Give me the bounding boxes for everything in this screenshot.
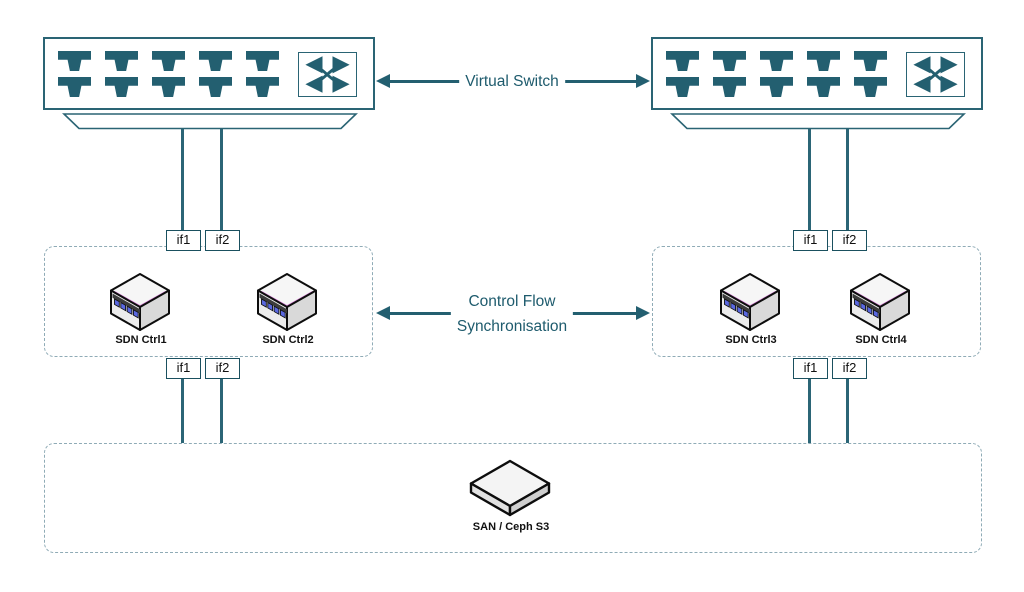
port-icon (854, 51, 887, 71)
control-flow-label-line1: Control Flow (468, 293, 556, 310)
port-icon (713, 51, 746, 71)
port-icon (854, 77, 887, 97)
interface-label-if1: if1 (793, 358, 828, 379)
port-icon (58, 51, 91, 71)
connector-line (220, 378, 223, 443)
switch-chassis (651, 37, 983, 110)
virtual-switch-right-icon (651, 37, 983, 132)
port-icon (152, 77, 185, 97)
interface-label-if1: if1 (793, 230, 828, 251)
connector-line (846, 129, 849, 232)
sdn-controller-icon (720, 273, 780, 331)
controller-label: SDN Ctrl3 (725, 334, 777, 346)
storage-zone (44, 443, 982, 553)
sdn-controller-icon (850, 273, 910, 331)
connector-line (808, 378, 811, 443)
port-icon (666, 51, 699, 71)
interface-label-if2: if2 (205, 230, 240, 251)
crossed-arrows-icon (906, 52, 965, 97)
san-storage-icon (469, 459, 551, 517)
control-flow-link-label: Control Flow Synchronisation (450, 288, 574, 340)
interface-label-if2: if2 (832, 230, 867, 251)
switch-ports (58, 51, 279, 97)
interface-label-if1: if1 (166, 230, 201, 251)
switch-ports (666, 51, 887, 97)
connector-line (808, 129, 811, 232)
port-icon (760, 51, 793, 71)
controller-label: SDN Ctrl2 (262, 334, 314, 346)
virtual-switch-left-icon (43, 37, 375, 132)
connector-line (181, 378, 184, 443)
connector-line (846, 378, 849, 443)
connector-line (220, 129, 223, 232)
interface-label-if2: if2 (205, 358, 240, 379)
port-icon (105, 51, 138, 71)
storage-label: SAN / Ceph S3 (472, 521, 550, 533)
sdn-controller-icon (110, 273, 170, 331)
port-icon (58, 77, 91, 97)
port-icon (666, 77, 699, 97)
crossed-arrows-icon (298, 52, 357, 97)
port-icon (199, 51, 232, 71)
control-flow-label-line2: Synchronisation (456, 318, 568, 335)
arrow-right-icon (636, 74, 650, 88)
switch-base (670, 113, 966, 130)
controller-label: SDN Ctrl1 (115, 334, 167, 346)
port-icon (246, 51, 279, 71)
port-icon (807, 77, 840, 97)
virtual-switch-link-label: Virtual Switch (459, 72, 565, 92)
switch-base (62, 113, 358, 130)
port-icon (807, 51, 840, 71)
arrow-right-icon (636, 306, 650, 320)
controller-label: SDN Ctrl4 (855, 334, 907, 346)
arrow-left-icon (376, 306, 390, 320)
port-icon (713, 77, 746, 97)
interface-label-if2: if2 (832, 358, 867, 379)
port-icon (105, 77, 138, 97)
arrow-left-icon (376, 74, 390, 88)
port-icon (760, 77, 793, 97)
switch-chassis (43, 37, 375, 110)
port-icon (246, 77, 279, 97)
port-icon (152, 51, 185, 71)
connector-line (181, 129, 184, 232)
sdn-controller-icon (257, 273, 317, 331)
interface-label-if1: if1 (166, 358, 201, 379)
port-icon (199, 77, 232, 97)
